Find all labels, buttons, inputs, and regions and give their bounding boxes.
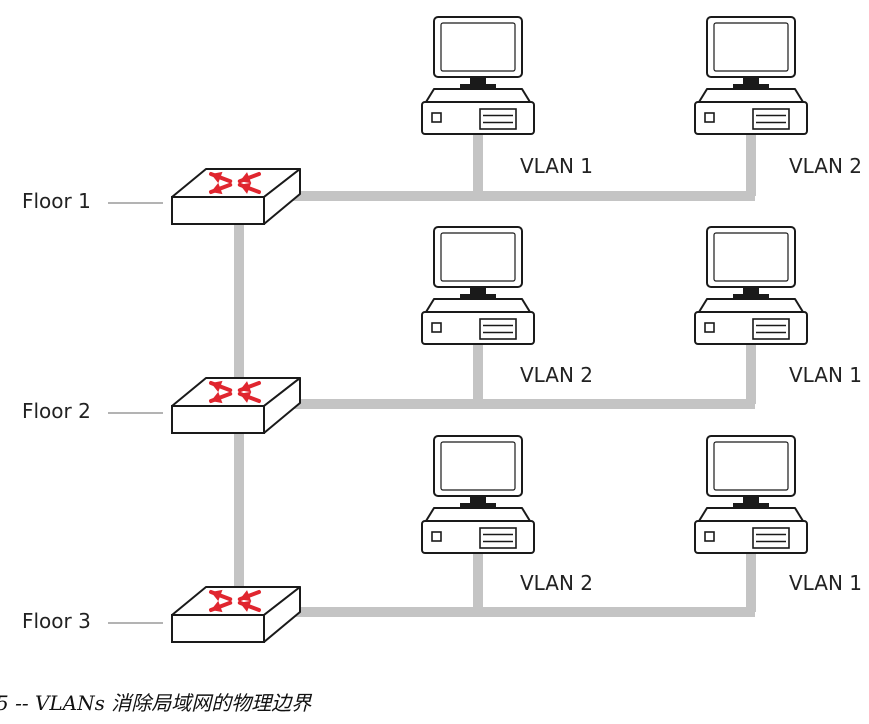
vlan-label: VLAN 1	[789, 363, 862, 387]
vlan-label: VLAN 2	[520, 363, 593, 387]
floor-label: Floor 2	[22, 399, 91, 423]
figure-caption: 5 -- VLANs 消除局域网的物理边界	[0, 691, 312, 715]
floor-row	[108, 226, 808, 434]
floor-label: Floor 1	[22, 189, 91, 213]
floor-label: Floor 3	[22, 609, 91, 633]
switch-icon	[171, 377, 301, 434]
desktop-computer-icon	[694, 435, 808, 554]
vlan-label: VLAN 1	[789, 571, 862, 595]
desktop-computer-icon	[421, 16, 535, 135]
vlan-label: VLAN 2	[520, 571, 593, 595]
desktop-computer-icon	[421, 435, 535, 554]
switch-icon	[171, 586, 301, 643]
vlan-label: VLAN 1	[520, 154, 593, 178]
desktop-computer-icon	[694, 16, 808, 135]
desktop-computer-icon	[421, 226, 535, 345]
floor-row	[108, 435, 808, 643]
floor-row	[108, 16, 808, 225]
vlan-label: VLAN 2	[789, 154, 862, 178]
desktop-computer-icon	[694, 226, 808, 345]
switch-icon	[171, 168, 301, 225]
vlan-diagram: Floor 1 Floor 2 Floor 3 VLAN 1 VLAN 2 VL…	[22, 16, 862, 643]
